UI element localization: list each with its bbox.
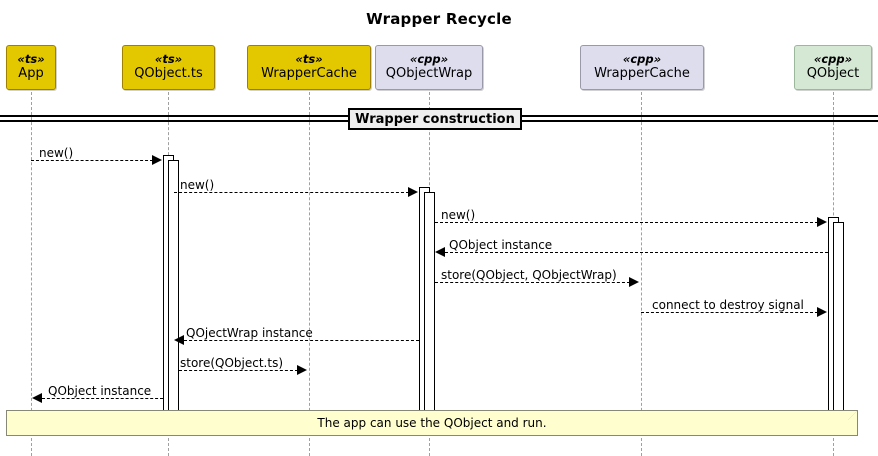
participant-stereotype: «cpp» <box>409 52 449 67</box>
message-label-m7: QOjectWrap instance <box>186 326 313 340</box>
lifeline-wrappercache-ts <box>309 92 310 456</box>
message-label-m9: QObject instance <box>48 384 152 398</box>
message-label-m1: new() <box>39 146 74 160</box>
activation-qobject-inner <box>833 222 844 415</box>
message-label-m6: connect to destroy signal <box>652 298 804 312</box>
message-line-m2 <box>174 192 409 193</box>
message-line-m1 <box>31 160 153 161</box>
message-arrowhead-m6 <box>817 307 827 317</box>
lifeline-wrappercache-cpp <box>641 92 642 456</box>
message-label-m5: store(QObject, QObjectWrap) <box>441 268 617 282</box>
participant-stereotype: «cpp» <box>813 52 853 67</box>
message-arrowhead-m1 <box>152 155 162 165</box>
diagram-title: Wrapper Recycle <box>366 10 512 28</box>
section-divider-label: Wrapper construction <box>348 108 522 130</box>
participant-app[interactable]: «ts» App <box>6 45 56 90</box>
participant-name: WrapperCache <box>261 65 357 81</box>
participant-wrappercache-ts[interactable]: «ts» WrapperCache <box>247 45 371 90</box>
message-label-m2: new() <box>180 178 215 192</box>
participant-qobject-cpp[interactable]: «cpp» QObject <box>794 45 872 90</box>
message-arrowhead-m3 <box>817 217 827 227</box>
participant-qobject-ts[interactable]: «ts» QObject.ts <box>122 45 215 90</box>
participant-stereotype: «cpp» <box>622 52 662 67</box>
participant-stereotype: «ts» <box>295 52 323 67</box>
message-arrowhead-m4 <box>435 247 445 257</box>
message-line-m3 <box>435 222 818 223</box>
participant-name: QObjectWrap <box>385 65 473 81</box>
message-arrowhead-m5 <box>629 277 639 287</box>
participant-name: App <box>18 65 44 81</box>
message-line-m6 <box>641 312 818 313</box>
message-arrowhead-m8 <box>297 365 307 375</box>
message-line-m4 <box>445 252 828 253</box>
participant-stereotype: «ts» <box>154 52 183 67</box>
participant-wrappercache-cpp[interactable]: «cpp» WrapperCache <box>580 45 704 90</box>
message-line-m8 <box>179 370 298 371</box>
message-line-m7 <box>184 340 419 341</box>
message-arrowhead-m7 <box>174 335 184 345</box>
note-app-can-use-qobject: The app can use the QObject and run. <box>6 410 858 436</box>
message-line-m9 <box>42 398 163 399</box>
message-arrowhead-m2 <box>408 187 418 197</box>
participant-qobjectwrap[interactable]: «cpp» QObjectWrap <box>375 45 483 90</box>
message-label-m4: QObject instance <box>449 238 553 252</box>
participant-name: WrapperCache <box>594 65 690 81</box>
note-fold-corner-inner <box>848 411 857 420</box>
activation-qobjectwrap-inner <box>424 192 435 415</box>
participant-stereotype: «ts» <box>17 52 45 67</box>
message-line-m5 <box>435 282 630 283</box>
participant-name: QObject <box>806 65 860 81</box>
message-label-m8: store(QObject.ts) <box>180 356 284 370</box>
lifeline-app <box>31 92 32 456</box>
activation-qobjectts-inner <box>168 160 179 415</box>
participant-name: QObject.ts <box>134 65 203 81</box>
message-arrowhead-m9 <box>32 393 42 403</box>
message-label-m3: new() <box>441 208 476 222</box>
note-text: The app can use the QObject and run. <box>317 416 547 430</box>
